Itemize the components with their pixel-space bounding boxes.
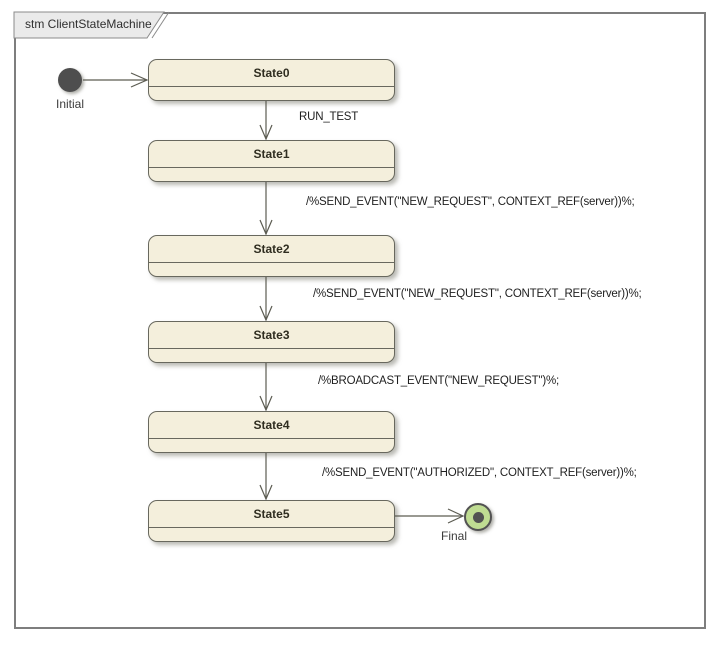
state-name-label: State1 (253, 147, 290, 161)
state-node-state1[interactable]: State1 (148, 140, 395, 182)
final-state[interactable] (464, 503, 492, 531)
state-name-label: State2 (253, 242, 290, 256)
state-name-label: State3 (253, 328, 290, 342)
transition-label-run-test[interactable]: RUN_TEST (299, 111, 359, 123)
state-node-state5[interactable]: State5 (148, 500, 395, 542)
state-compartment-divider (149, 262, 394, 263)
state-compartment-divider (149, 86, 394, 87)
state-node-state2[interactable]: State2 (148, 235, 395, 277)
initial-pseudostate[interactable] (58, 68, 82, 92)
state-compartment-divider (149, 348, 394, 349)
transition-label-send-event-authorized[interactable]: /%SEND_EVENT("AUTHORIZED", CONTEXT_REF(s… (322, 467, 637, 479)
frame-title: stm ClientStateMachine (25, 17, 152, 31)
state-node-state4[interactable]: State4 (148, 411, 395, 453)
initial-label: Initial (55, 97, 84, 111)
final-state-dot (472, 511, 484, 523)
state-node-state0[interactable]: State0 (148, 59, 395, 101)
state-compartment-divider (149, 438, 394, 439)
transition-label-broadcast-event[interactable]: /%BROADCAST_EVENT("NEW_REQUEST")%; (318, 375, 559, 387)
state-compartment-divider (149, 167, 394, 168)
transition-label-send-event-new-request-1[interactable]: /%SEND_EVENT("NEW_REQUEST", CONTEXT_REF(… (306, 196, 635, 208)
final-label: Final (440, 529, 467, 543)
state-node-state3[interactable]: State3 (148, 321, 395, 363)
state-name-label: State0 (253, 66, 290, 80)
state-compartment-divider (149, 527, 394, 528)
state-name-label: State5 (253, 507, 290, 521)
transition-label-send-event-new-request-2[interactable]: /%SEND_EVENT("NEW_REQUEST", CONTEXT_REF(… (313, 288, 642, 300)
state-name-label: State4 (253, 418, 290, 432)
